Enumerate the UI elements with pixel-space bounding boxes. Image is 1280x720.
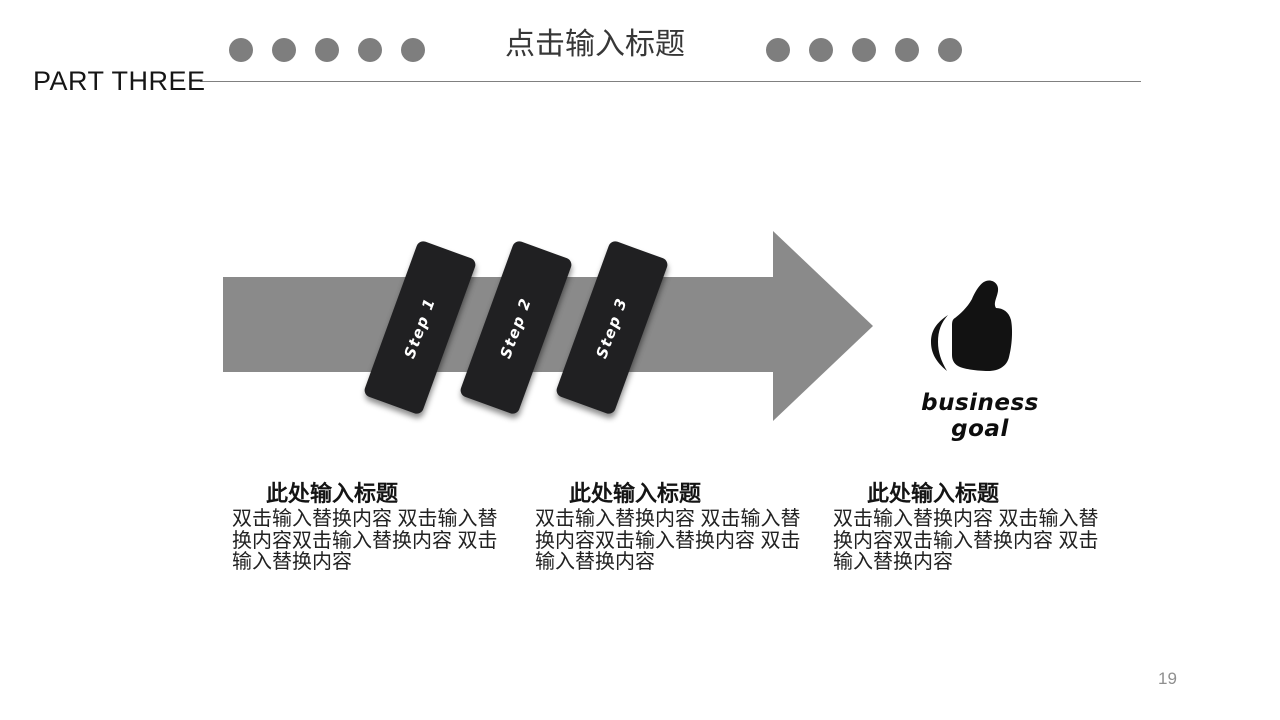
- decor-dot: [401, 38, 425, 62]
- column-2-heading[interactable]: 此处输入标题: [568, 481, 701, 506]
- step-1-label: Step 1: [400, 294, 440, 361]
- text-column-3: 此处输入标题 双击输入替换内容 双击输入替 换内容双击输入替换内容 双击 输入替…: [833, 481, 1133, 574]
- decor-dot: [358, 38, 382, 62]
- goal-label: business goal: [921, 390, 1039, 442]
- column-3-body[interactable]: 双击输入替换内容 双击输入替 换内容双击输入替换内容 双击 输入替换内容: [833, 508, 1099, 573]
- decor-dot: [895, 38, 919, 62]
- process-arrow-head: [773, 231, 873, 421]
- page-number: 19: [1158, 669, 1177, 688]
- text-column-2: 此处输入标题 双击输入替换内容 双击输入替 换内容双击输入替换内容 双击 输入替…: [535, 481, 835, 574]
- decor-dots-left: [229, 38, 425, 62]
- decor-dot: [272, 38, 296, 62]
- column-1-body[interactable]: 双击输入替换内容 双击输入替 换内容双击输入替换内容 双击 输入替换内容: [232, 508, 498, 573]
- decor-dot: [938, 38, 962, 62]
- thumbs-up-icon: [931, 280, 1013, 371]
- decor-dot: [229, 38, 253, 62]
- slide-title-placeholder[interactable]: 点击输入标题: [505, 28, 685, 61]
- decor-dots-right: [766, 38, 962, 62]
- column-2-body[interactable]: 双击输入替换内容 双击输入替 换内容双击输入替换内容 双击 输入替换内容: [535, 508, 801, 573]
- decor-dot: [852, 38, 876, 62]
- decor-dot: [315, 38, 339, 62]
- decor-dot: [766, 38, 790, 62]
- column-3-heading[interactable]: 此处输入标题: [866, 481, 999, 506]
- step-2-label: Step 2: [496, 294, 536, 361]
- text-column-1: 此处输入标题 双击输入替换内容 双击输入替 换内容双击输入替换内容 双击 输入替…: [232, 481, 532, 574]
- decor-dot: [809, 38, 833, 62]
- header-divider-line: [200, 81, 1141, 83]
- part-label: PART THREE: [33, 66, 206, 96]
- column-1-heading[interactable]: 此处输入标题: [265, 481, 398, 506]
- step-3-label: Step 3: [592, 294, 632, 361]
